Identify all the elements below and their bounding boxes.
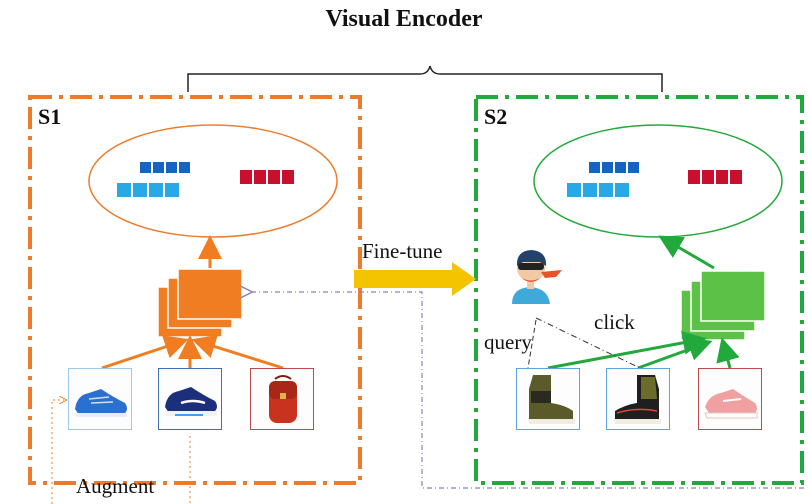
s2-item3-arrow [716,337,740,369]
s1-item1-arrow [101,335,189,370]
s2-embedding-light-blue [567,183,629,197]
s1-encoder-stack [157,268,243,338]
navy-sneaker-image [158,368,222,430]
feedback-loop-line [250,292,804,489]
s1-embedding-dark-blue [140,162,190,173]
olive-boot-image [516,368,580,430]
user-avatar-icon [512,250,562,304]
s1-embedding-light-blue [117,183,179,197]
encoder-brace [187,65,663,92]
s1-embedding-red [240,170,294,184]
s2-item1-arrow [547,330,707,370]
black-olive-boot-image [606,368,670,430]
diagram-title: Visual Encoder [325,6,483,32]
pink-sneaker-image [698,368,762,430]
s2-encoder-stack [680,270,766,341]
fine-tune-label: Fine-tune [362,239,443,263]
s2-box [474,95,804,485]
s2-embedding-space [533,124,783,238]
s1-label: S1 [38,104,62,129]
s2-embedding-dark-blue [589,162,639,173]
query-link-line [527,319,537,369]
s1-item3-arrow [191,335,284,370]
augment-label: Augment [76,474,155,498]
click-label: click [594,310,635,334]
augment-line-left [51,400,64,504]
s2-embedding-red [688,170,742,184]
s2-label: S2 [484,104,508,129]
blue-sneaker-image [68,368,132,430]
fine-tune-arrow [354,262,476,296]
s1-box [28,95,362,485]
query-label: query [484,330,532,354]
red-backpack-image [250,368,314,430]
click-link-line [535,317,641,369]
s2-encoder-to-embedding-arrow [658,235,715,270]
s2-item2-arrow [637,337,713,370]
s1-embedding-space [88,124,338,238]
